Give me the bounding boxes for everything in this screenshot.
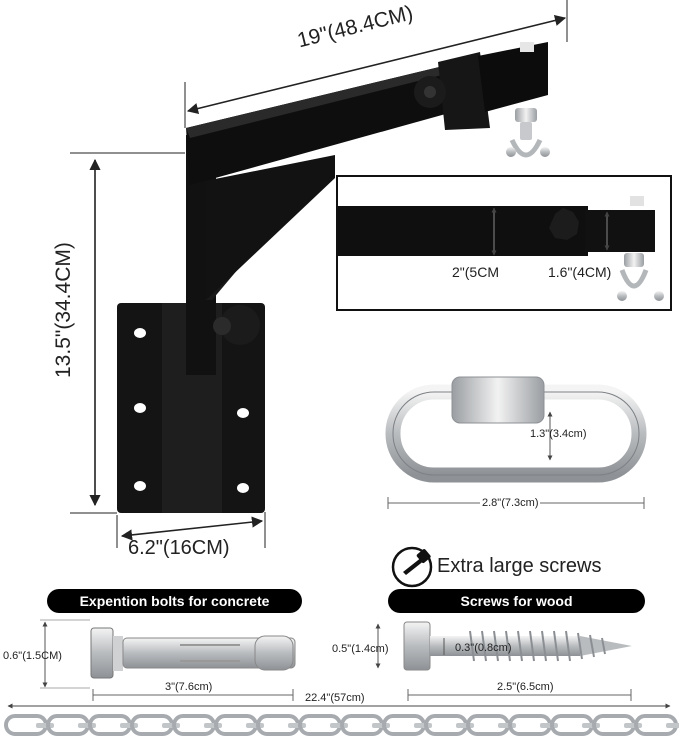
- chain-link: [666, 723, 679, 728]
- chain-link: [372, 723, 390, 728]
- screw-length-label: 2.5"(6.5cm): [495, 681, 556, 693]
- chain-link: [582, 723, 600, 728]
- wood-screws-title: Screws for wood: [388, 589, 645, 613]
- tube-inner-label: 1.6"(4CM): [548, 264, 612, 280]
- link-length-label: 2.8"(7.3cm): [480, 497, 541, 509]
- base-width-label: 6.2"(16CM): [128, 537, 230, 559]
- chain-link: [246, 723, 264, 728]
- wood-screw: [375, 621, 632, 701]
- expansion-bolts-title: Expention bolts for concrete: [47, 589, 302, 613]
- chain-link: [204, 723, 222, 728]
- height-dimension: [70, 152, 185, 514]
- chain-length-label: 22.4"(57cm): [302, 692, 368, 704]
- chain-link: [330, 723, 348, 728]
- extra-large-screws-label: Extra large screws: [437, 555, 602, 577]
- chain-link: [120, 723, 138, 728]
- chain-link: [36, 723, 54, 728]
- arm-length-dimension: [184, 0, 568, 128]
- link-height-label: 1.3"(3.4cm): [530, 428, 587, 440]
- chain-link: [414, 723, 432, 728]
- expansion-bolt: [40, 619, 296, 701]
- bolt-length-label: 3"(7.6cm): [163, 681, 215, 693]
- chain-link: [624, 723, 642, 728]
- chain-link: [540, 723, 558, 728]
- knob-icon: [549, 208, 579, 240]
- screw-shank-label: 0.3"(0.8cm): [455, 642, 512, 654]
- tube-outer-label: 2"(5CM: [452, 264, 499, 280]
- base-width-dimension: [116, 512, 266, 548]
- height-label: 13.5"(34.4CM): [52, 242, 75, 378]
- chain-link: [162, 723, 180, 728]
- chain: [4, 714, 679, 736]
- quick-link: [385, 376, 647, 509]
- screw-icon: [391, 546, 433, 588]
- chain-link: [498, 723, 516, 728]
- screw-head-label: 0.5"(1.4cm): [332, 643, 389, 655]
- bolt-diameter-label: 0.6"(1.5CM): [3, 650, 62, 662]
- chain-link: [288, 723, 306, 728]
- swivel-shackle-icon: [506, 108, 550, 158]
- chain-link: [78, 723, 96, 728]
- tube-detail-inset: [336, 175, 672, 311]
- chain-link: [456, 723, 474, 728]
